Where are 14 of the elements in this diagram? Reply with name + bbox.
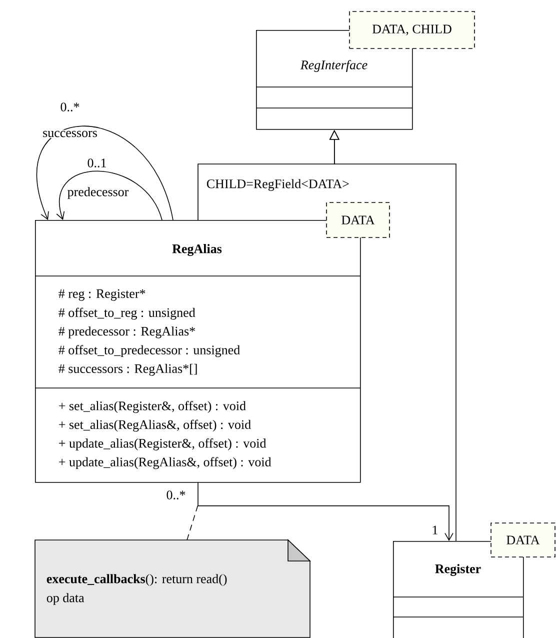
multiplicity-label: 1	[432, 526, 438, 534]
template-box: DATA	[326, 202, 390, 238]
multiplicity-label: 0..1	[88, 158, 106, 168]
edge-label: CHILD=RegField<DATA>	[205, 178, 350, 192]
template-box: DATA	[490, 522, 556, 558]
association-line	[198, 482, 454, 541]
edge-label: successors	[42, 130, 98, 138]
edge-label: predecessor	[66, 186, 130, 200]
multiplicity-label: 0..*	[60, 102, 80, 112]
association-line	[56, 170, 162, 220]
note-connector	[186, 504, 198, 540]
multiplicity-label: 0..*	[166, 490, 186, 500]
template-box: DATA, CHILD	[349, 11, 475, 49]
association-line	[36, 126, 174, 220]
